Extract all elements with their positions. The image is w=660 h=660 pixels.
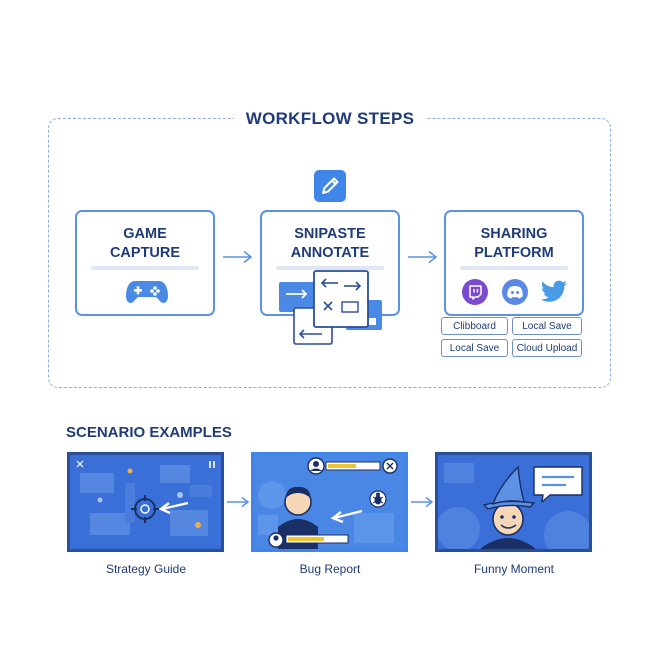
step-divider — [460, 266, 568, 270]
twitter-icon — [540, 278, 570, 311]
arrow-right-icon — [408, 250, 438, 264]
step-label: SHARING PLATFORM — [474, 226, 554, 261]
scene-caption: Bug Report — [299, 562, 361, 576]
discord-icon — [502, 279, 528, 305]
arrow-right-icon — [223, 250, 253, 264]
workflow-title: WORKFLOW STEPS — [0, 109, 660, 129]
option-clipboard[interactable]: Clibboard — [441, 317, 508, 335]
option-local-save[interactable]: Local Save — [512, 317, 582, 335]
step-divider — [276, 266, 384, 270]
pencil-icon — [314, 170, 346, 202]
scene-caption: Funny Moment — [473, 562, 555, 576]
scene-funny-moment — [435, 452, 592, 552]
scene-strategy-guide — [67, 452, 224, 552]
scenario-title: SCENARIO EXAMPLES — [66, 424, 232, 441]
arrow-right-icon — [411, 496, 434, 508]
twitch-icon — [462, 279, 488, 305]
step-label: GAME CAPTURE — [109, 226, 181, 261]
step-divider — [91, 266, 199, 270]
step-label: SNIPASTE ANNOTATE — [290, 226, 370, 261]
scene-caption: Strategy Guide — [105, 562, 187, 576]
annotation-windows — [278, 268, 384, 348]
gamepad-icon — [125, 278, 169, 311]
arrow-right-icon — [227, 496, 250, 508]
option-cloud-upload[interactable]: Cloud Upload — [512, 339, 582, 357]
scene-bug-report — [251, 452, 408, 552]
option-local-save[interactable]: Local Save — [441, 339, 508, 357]
step-game-capture: GAME CAPTURE — [75, 210, 215, 316]
step-sharing-platform: SHARING PLATFORM — [444, 210, 584, 316]
